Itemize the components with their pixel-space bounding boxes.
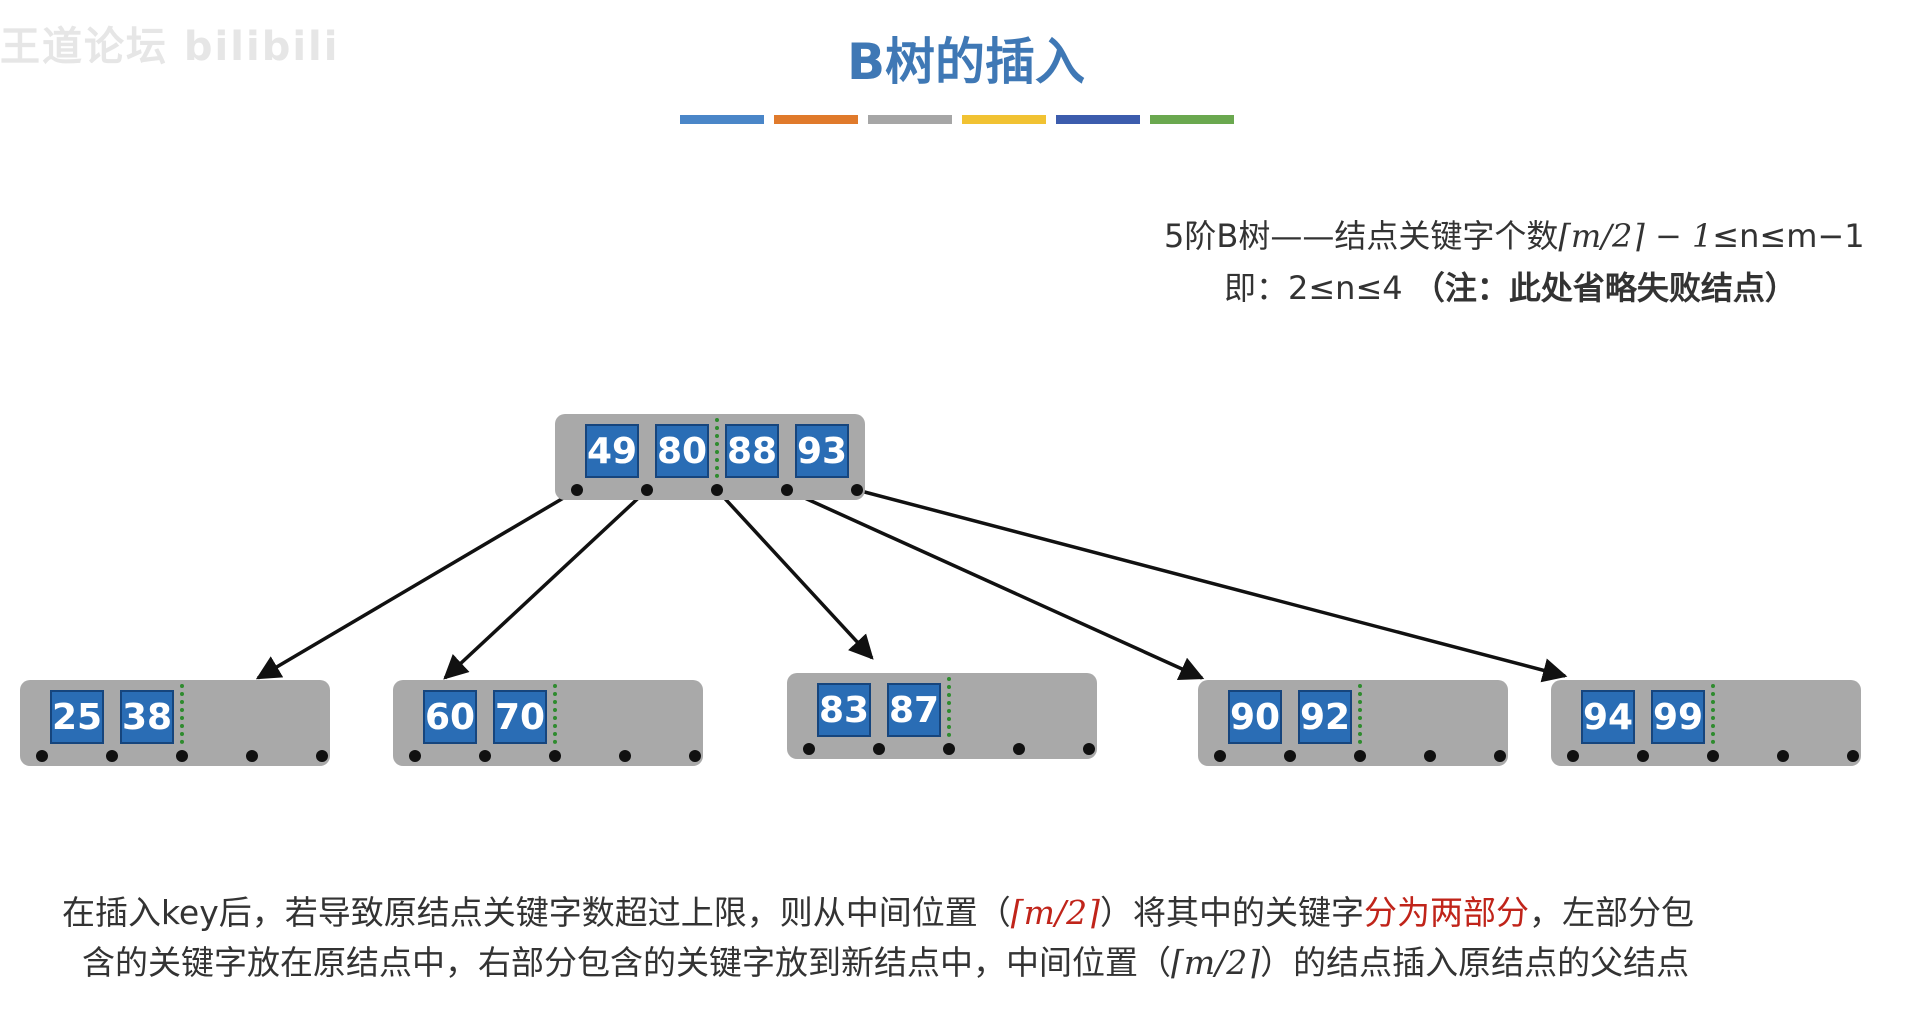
pointer-dot — [571, 484, 583, 496]
constraint-line-2-prefix: 即：2≤n≤4 — [1224, 269, 1403, 307]
pointer-dot — [943, 743, 955, 755]
key-25: 25 — [50, 690, 104, 744]
key-88: 88 — [725, 424, 779, 478]
pointer-dot — [1354, 750, 1366, 762]
pointer-dot — [689, 750, 701, 762]
pointer-dot — [316, 750, 328, 762]
pointer-dot — [1847, 750, 1859, 762]
pointer-dot — [873, 743, 885, 755]
child-node-4: 90 92 — [1198, 680, 1508, 766]
constraint-line-1-suffix: ≤n≤m−1 — [1712, 217, 1865, 255]
key-99: 99 — [1651, 690, 1705, 744]
pointer-dot — [1214, 750, 1226, 762]
split-separator — [553, 684, 557, 744]
pointer-dot — [36, 750, 48, 762]
key-60: 60 — [423, 690, 477, 744]
pointer-dot — [641, 484, 653, 496]
pointer-dot — [1424, 750, 1436, 762]
pointer-dot — [781, 484, 793, 496]
color-bar-6 — [1150, 115, 1234, 124]
pointer-dot — [711, 484, 723, 496]
caption-line-1: 在插入key后，若导致原结点关键字数超过上限，则从中间位置（⌈m/2⌉）将其中的… — [62, 888, 1872, 938]
caption-line-2: 含的关键字放在原结点中，右部分包含的关键字放到新结点中，中间位置（⌈m/2⌉）的… — [62, 938, 1872, 988]
color-bar-4 — [962, 115, 1046, 124]
key-80: 80 — [655, 424, 709, 478]
child-node-2: 60 70 — [393, 680, 703, 766]
color-bar-3 — [868, 115, 952, 124]
pointer-dot — [851, 484, 863, 496]
pointer-dot — [619, 750, 631, 762]
key-83: 83 — [817, 683, 871, 737]
key-38: 38 — [120, 690, 174, 744]
key-94: 94 — [1581, 690, 1635, 744]
pointer-dot — [176, 750, 188, 762]
pointer-dot — [1494, 750, 1506, 762]
caption-math-1: ⌈m/2⌉ — [1010, 893, 1100, 932]
pointer-dot — [479, 750, 491, 762]
pointer-dot — [106, 750, 118, 762]
pointer-dot — [246, 750, 258, 762]
constraint-line-1: 5阶B树——结点关键字个数⌈m/2⌉ − 1≤n≤m−1 — [1164, 210, 1924, 262]
child-node-1: 25 38 — [20, 680, 330, 766]
edge-root-to-child-5 — [856, 488, 1568, 683]
color-bar-2 — [774, 115, 858, 124]
split-separator — [1711, 684, 1715, 744]
pointer-dot — [409, 750, 421, 762]
pointer-dot — [1567, 750, 1579, 762]
caption-math-2: ⌈m/2⌉ — [1171, 943, 1261, 982]
constraint-text: 5阶B树——结点关键字个数⌈m/2⌉ − 1≤n≤m−1 即：2≤n≤4 （注：… — [1164, 210, 1924, 314]
key-70: 70 — [493, 690, 547, 744]
key-90: 90 — [1228, 690, 1282, 744]
caption-part-3: ，左部分包 — [1528, 893, 1694, 932]
pointer-dot — [1284, 750, 1296, 762]
constraint-note: （注：此处省略失败结点） — [1412, 269, 1797, 307]
page-title: B树的插入 — [846, 33, 1086, 91]
edge-root-to-child-2 — [443, 488, 649, 680]
caption-part-5: ）的结点插入原结点的父结点 — [1260, 943, 1690, 982]
child-node-5: 94 99 — [1551, 680, 1861, 766]
pointer-dot — [1637, 750, 1649, 762]
pointer-dot — [1777, 750, 1789, 762]
caption-part-1: 在插入key后，若导致原结点关键字数超过上限，则从中间位置（ — [62, 893, 1011, 932]
key-49: 49 — [585, 424, 639, 478]
constraint-line-2: 即：2≤n≤4 （注：此处省略失败结点） — [1164, 262, 1924, 314]
pointer-dot — [803, 743, 815, 755]
constraint-line-1-prefix: 5阶B树——结点关键字个数 — [1164, 217, 1559, 255]
caption: 在插入key后，若导致原结点关键字数超过上限，则从中间位置（⌈m/2⌉）将其中的… — [62, 888, 1872, 988]
caption-highlight: 分为两部分 — [1363, 893, 1529, 932]
edge-root-to-child-3 — [715, 488, 874, 660]
split-separator — [180, 684, 184, 744]
split-separator — [947, 677, 951, 737]
pointer-dot — [549, 750, 561, 762]
pointer-dot — [1013, 743, 1025, 755]
root-node: 49 80 88 93 — [555, 414, 865, 500]
caption-part-2: ）将其中的关键字 — [1099, 893, 1364, 932]
title-color-bars — [680, 115, 1234, 124]
pointer-dot — [1707, 750, 1719, 762]
edge-root-to-child-4 — [786, 488, 1205, 681]
split-separator — [1358, 684, 1362, 744]
color-bar-1 — [680, 115, 764, 124]
key-93: 93 — [795, 424, 849, 478]
watermark: 王道论坛 bilibili — [0, 24, 340, 70]
caption-part-4: 含的关键字放在原结点中，右部分包含的关键字放到新结点中，中间位置（ — [82, 943, 1171, 982]
color-bar-5 — [1056, 115, 1140, 124]
key-87: 87 — [887, 683, 941, 737]
split-separator — [715, 418, 719, 478]
constraint-line-1-math: ⌈m/2⌉ − 1 — [1558, 217, 1713, 255]
key-92: 92 — [1298, 690, 1352, 744]
child-node-3: 83 87 — [787, 673, 1097, 759]
pointer-dot — [1083, 743, 1095, 755]
edge-root-to-child-1 — [255, 488, 578, 680]
